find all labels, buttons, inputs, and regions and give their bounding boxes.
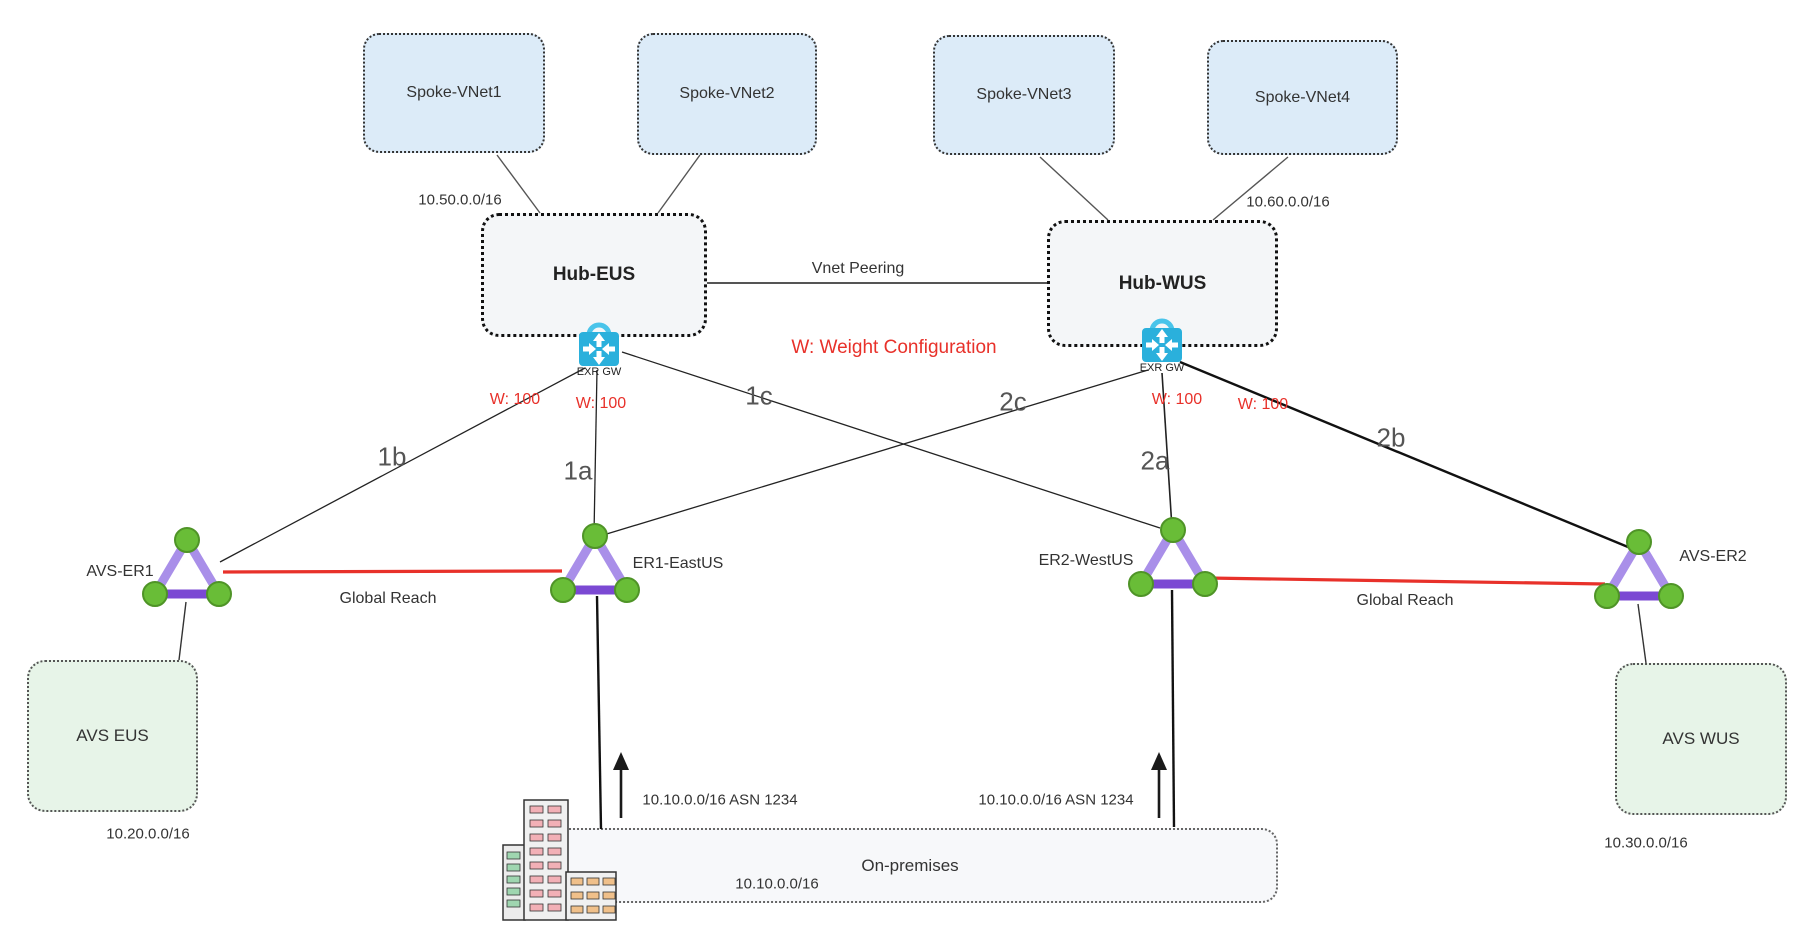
link-2a	[1161, 372, 1173, 529]
avs-er2-label: AVS-ER2	[1679, 548, 1747, 565]
er2-westus-label: ER2-WestUS	[1038, 552, 1134, 569]
exr-gw-label-eus: EXR GW	[576, 366, 622, 378]
weight-1a: W: 100	[575, 395, 627, 412]
global-reach-label-right: Global Reach	[1356, 592, 1454, 609]
connector-spoke2-hub	[657, 154, 701, 214]
er-circuit-icon-avs-er1	[142, 527, 232, 607]
er-circuit-icon-er1-eastus	[550, 523, 640, 603]
avs-er1-label: AVS-ER1	[86, 563, 154, 580]
weight-2b: W: 100	[1237, 396, 1289, 413]
spoke-vnet3-label: Spoke-VNet3	[976, 86, 1072, 103]
link-label-1b: 1b	[377, 441, 407, 472]
er-circuit-icon-avs-er2	[1594, 529, 1684, 609]
hub-eus-label: Hub-EUS	[552, 264, 636, 285]
bgp-route-label-right: 10.10.0.0/16 ASN 1234	[978, 791, 1134, 809]
link-1a	[593, 369, 598, 535]
hub-wus-label: Hub-WUS	[1118, 272, 1207, 294]
buildings-icon	[502, 799, 617, 921]
link-er2-onprem	[1170, 589, 1176, 828]
on-premises-label: On-premises	[861, 856, 959, 875]
er1-eastus-label: ER1-EastUS	[632, 555, 724, 572]
on-premises-cidr: 10.10.0.0/16	[735, 875, 819, 893]
avs-eus-cidr: 10.20.0.0/16	[106, 825, 190, 843]
weight-1b: W: 100	[489, 391, 541, 408]
spoke-vnet2-label: Spoke-VNet2	[679, 85, 775, 102]
bgp-arrow-left-icon	[613, 752, 629, 818]
link-avser2-avswus	[1637, 603, 1647, 664]
spoke-vnet4-box: Spoke-VNet4	[1207, 40, 1398, 155]
connector-spoke3-hub	[1039, 156, 1109, 221]
spoke-vnet4-label: Spoke-VNet4	[1254, 88, 1351, 106]
avs-eus-box: AVS EUS	[27, 660, 198, 812]
exr-gw-label-wus: EXR GW	[1139, 362, 1185, 374]
avs-wus-box: AVS WUS	[1615, 663, 1787, 815]
hub-eus-box: Hub-EUS	[481, 213, 707, 337]
link-label-1a: 1a	[563, 455, 593, 486]
hub-wus-box: Hub-WUS	[1047, 220, 1278, 347]
link-label-2a: 2a	[1140, 445, 1170, 476]
global-reach-line-right	[1206, 576, 1606, 586]
exr-gateway-icon-eus	[579, 322, 619, 366]
exr-gateway-icon-wus	[1142, 318, 1182, 362]
link-label-2c: 2c	[999, 386, 1027, 417]
bgp-route-label-left: 10.10.0.0/16 ASN 1234	[642, 791, 798, 809]
link-er1-onprem	[595, 595, 603, 830]
er-circuit-icon-er2-westus	[1128, 517, 1218, 597]
spoke-vnet3-box: Spoke-VNet3	[933, 35, 1115, 155]
hub-wus-cidr: 10.60.0.0/16	[1246, 193, 1330, 211]
weight-configuration-note: W: Weight Configuration	[791, 337, 997, 358]
hub-eus-cidr: 10.50.0.0/16	[418, 191, 502, 209]
avs-wus-cidr: 10.30.0.0/16	[1604, 834, 1688, 852]
link-avser1-avseus	[178, 601, 187, 661]
link-1b	[219, 367, 586, 563]
vnet-peering-label: Vnet Peering	[811, 260, 905, 277]
link-1c	[621, 351, 1161, 529]
link-2c	[599, 369, 1149, 537]
spoke-vnet1-box: Spoke-VNet1	[363, 33, 545, 153]
bgp-arrow-right-icon	[1151, 752, 1167, 818]
spoke-vnet2-box: Spoke-VNet2	[637, 33, 817, 155]
connector-spoke1-hub	[496, 154, 541, 214]
link-label-1c: 1c	[745, 380, 773, 411]
weight-2a: W: 100	[1151, 391, 1203, 408]
link-2b	[1179, 360, 1629, 549]
on-premises-box	[545, 828, 1278, 903]
spoke-vnet1-label: Spoke-VNet1	[406, 84, 502, 101]
global-reach-label-left: Global Reach	[339, 590, 437, 607]
avs-wus-label: AVS WUS	[1662, 729, 1740, 748]
connector-spoke4-hub	[1212, 156, 1289, 221]
global-reach-line-left	[222, 569, 563, 574]
avs-eus-label: AVS EUS	[76, 726, 149, 745]
link-label-2b: 2b	[1376, 422, 1406, 453]
